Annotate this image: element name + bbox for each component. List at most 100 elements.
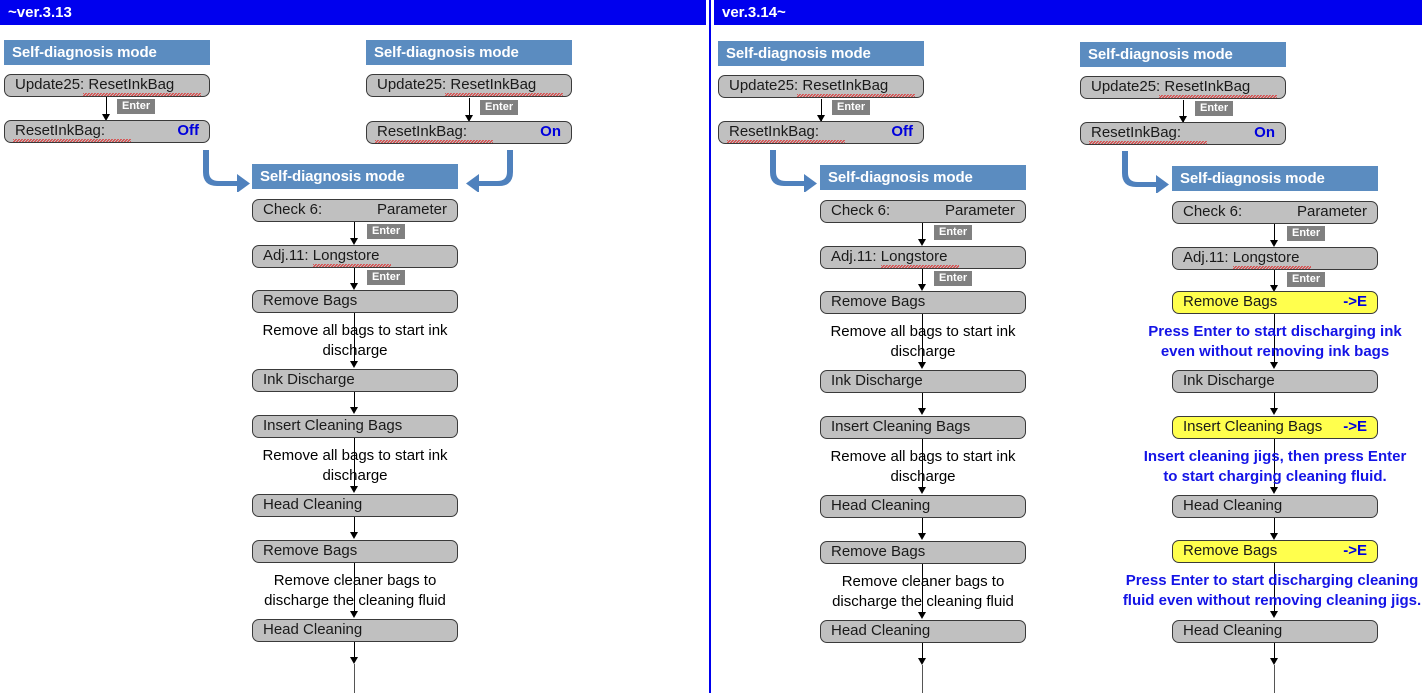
lcd-box-label: Adj.11: Longstore [263, 247, 380, 264]
connector-line [922, 439, 924, 489]
connector-arrowhead-icon [918, 239, 926, 246]
enter-key-badge-p1-1: Enter [367, 224, 406, 239]
lcd-box-head-cleaning-p2a-1[interactable]: Head Cleaning [820, 495, 1026, 518]
spellcheck-squiggle-icon [313, 264, 391, 267]
connector-tail-line [354, 664, 356, 693]
lcd-box-label: Remove Bags [1183, 293, 1278, 310]
connector-arrowhead-icon [1270, 408, 1278, 415]
lcd-box-adj11-p2a[interactable]: Adj.11: Longstore [820, 246, 1026, 269]
lcd-box-label: Check 6: [1183, 203, 1243, 220]
connector-tail-line [922, 665, 924, 693]
connector-arrowhead-icon [918, 362, 926, 369]
lcd-box-update25-p1a[interactable]: Update25: ResetInkBag [4, 74, 210, 97]
connector-arrowhead-icon [350, 361, 358, 368]
section-header-p1-flow: Self-diagnosis mode [252, 164, 458, 189]
section-header-label: Self-diagnosis mode [1180, 170, 1325, 187]
enter-key-badge-p1a: Enter [117, 99, 156, 114]
lcd-box-update25-p1b[interactable]: Update25: ResetInkBag [366, 74, 572, 97]
enter-key-label: Enter [939, 272, 968, 284]
connector-line [922, 643, 924, 660]
lcd-box-ink-discharge-p2b[interactable]: Ink Discharge [1172, 370, 1378, 393]
lcd-box-remove-bags-p2a-2[interactable]: Remove Bags [820, 541, 1026, 564]
enter-key-label: Enter [1292, 273, 1321, 285]
connector-arrowhead-icon [1270, 658, 1278, 665]
lcd-box-check6-p2a[interactable]: Check 6: Parameter [820, 200, 1026, 223]
caption-remove-all-bags-p2a-2: Remove all bags to start ink discharge [830, 448, 1016, 485]
lcd-box-remove-bags-p2b-1[interactable]: Remove Bags ->E [1172, 291, 1378, 314]
lcd-box-label: Insert Cleaning Bags [831, 418, 971, 435]
enter-key-badge-p2a-2: Enter [934, 271, 973, 286]
enter-key-badge-p2b-2: Enter [1287, 272, 1326, 287]
enter-key-label: Enter [372, 271, 401, 283]
lcd-box-adj11-p2b[interactable]: Adj.11: Longstore [1172, 247, 1378, 270]
lcd-box-head-cleaning-p1-2[interactable]: Head Cleaning [252, 619, 458, 642]
lcd-box-update25-p2a[interactable]: Update25: ResetInkBag [718, 75, 924, 98]
connector-line [1274, 439, 1276, 489]
lcd-box-adj11-p1[interactable]: Adj.11: Longstore [252, 245, 458, 268]
lcd-box-head-cleaning-p2b-1[interactable]: Head Cleaning [1172, 495, 1378, 518]
enter-key-label: Enter [372, 225, 401, 237]
lcd-box-head-cleaning-p2b-2[interactable]: Head Cleaning [1172, 620, 1378, 643]
lcd-box-label: Update25: ResetInkBag [15, 76, 175, 93]
caption-remove-cleaner-bags-p1: Remove cleaner bags to discharge the cle… [264, 572, 446, 609]
connector-arrowhead-icon [1270, 362, 1278, 369]
lcd-box-label: Ink Discharge [831, 372, 923, 389]
version-bar-right: ver.3.14~ [714, 0, 1422, 25]
lcd-box-label: Remove Bags [831, 293, 926, 310]
caption-insert-cleaning-jigs-p2b: Insert cleaning jigs, then press Enter t… [1143, 448, 1407, 485]
caption-press-enter-fluid-p2b: Press Enter to start discharging cleanin… [1122, 572, 1422, 609]
enter-key-badge-p2b: Enter [1195, 101, 1234, 116]
lcd-box-resetinkbag-p2b[interactable]: ResetInkBag: On [1080, 122, 1286, 145]
spellcheck-squiggle-icon [1159, 95, 1277, 98]
lcd-box-head-cleaning-p1-1[interactable]: Head Cleaning [252, 494, 458, 517]
enter-key-label: Enter [122, 100, 151, 112]
lcd-box-label: Adj.11: Longstore [1183, 249, 1300, 266]
lcd-box-insert-cleaning-bags-p1[interactable]: Insert Cleaning Bags [252, 415, 458, 438]
lcd-box-label: Remove Bags [263, 292, 358, 309]
connector-line [354, 268, 356, 288]
lcd-box-check6-p1[interactable]: Check 6: Parameter [252, 199, 458, 222]
lcd-box-value: Off [177, 122, 199, 139]
lcd-box-label: Adj.11: Longstore [831, 248, 948, 265]
connector-arrowhead-icon [918, 408, 926, 415]
lcd-box-update25-p2b[interactable]: Update25: ResetInkBag [1080, 76, 1286, 99]
connector-line [1274, 270, 1276, 290]
lcd-box-resetinkbag-p2a[interactable]: ResetInkBag: Off [718, 121, 924, 144]
lcd-box-insert-cleaning-bags-p2b[interactable]: Insert Cleaning Bags ->E [1172, 416, 1378, 439]
connector-line [354, 313, 356, 363]
lcd-box-ink-discharge-p2a[interactable]: Ink Discharge [820, 370, 1026, 393]
section-header-p1-colB: Self-diagnosis mode [366, 40, 572, 65]
caption-remove-all-bags-p1-1: Remove all bags to start ink discharge [262, 322, 448, 359]
connector-arrowhead-icon [350, 407, 358, 414]
section-header-p2-flowB: Self-diagnosis mode [1172, 166, 1378, 191]
lcd-box-label: Ink Discharge [1183, 372, 1275, 389]
connector-line [354, 222, 356, 242]
lcd-box-remove-bags-p2b-2[interactable]: Remove Bags ->E [1172, 540, 1378, 563]
lcd-box-resetinkbag-p1b[interactable]: ResetInkBag: On [366, 121, 572, 144]
spellcheck-squiggle-icon [375, 140, 493, 143]
lcd-box-label: Remove Bags [831, 543, 926, 560]
connector-arrowhead-icon [1270, 285, 1278, 292]
lcd-box-label: Head Cleaning [831, 622, 931, 639]
connector-line [354, 563, 356, 613]
enter-key-label: Enter [939, 226, 968, 238]
lcd-box-check6-p2b[interactable]: Check 6: Parameter [1172, 201, 1378, 224]
enter-key-label: Enter [837, 101, 866, 113]
lcd-box-resetinkbag-p1a[interactable]: ResetInkBag: Off [4, 120, 210, 143]
lcd-box-remove-bags-p2a-1[interactable]: Remove Bags [820, 291, 1026, 314]
connector-line [1274, 563, 1276, 613]
lcd-box-label: Head Cleaning [1183, 622, 1283, 639]
lcd-box-head-cleaning-p2a-2[interactable]: Head Cleaning [820, 620, 1026, 643]
section-header-label: Self-diagnosis mode [828, 169, 973, 186]
lcd-box-insert-cleaning-bags-p2a[interactable]: Insert Cleaning Bags [820, 416, 1026, 439]
lcd-box-label: Remove Bags [1183, 542, 1278, 559]
lcd-box-label: Head Cleaning [831, 497, 931, 514]
lcd-box-ink-discharge-p1[interactable]: Ink Discharge [252, 369, 458, 392]
lcd-box-remove-bags-p1-1[interactable]: Remove Bags [252, 290, 458, 313]
connector-arrowhead-icon [350, 611, 358, 618]
lcd-box-remove-bags-p1-2[interactable]: Remove Bags [252, 540, 458, 563]
section-header-p2-flowA: Self-diagnosis mode [820, 165, 1026, 190]
connector-arrowhead-icon [350, 238, 358, 245]
version-bar-left: ~ver.3.13 [0, 0, 706, 25]
